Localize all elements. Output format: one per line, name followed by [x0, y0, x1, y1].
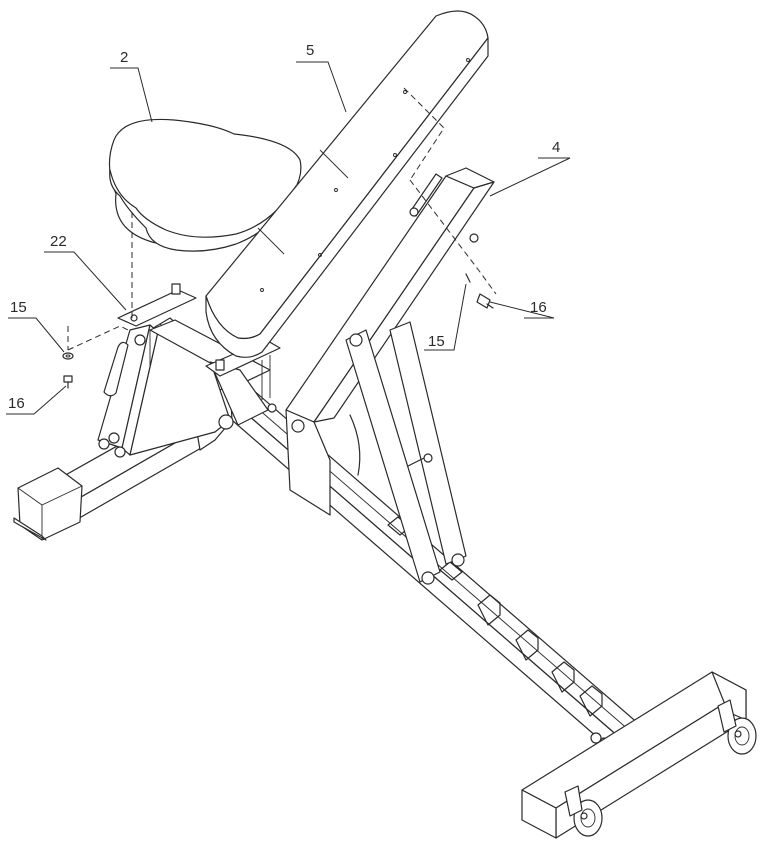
linkage-arms — [345, 321, 467, 585]
fasteners-right — [403, 87, 497, 309]
callout-16-right: 16 — [530, 299, 547, 316]
wheel-left — [564, 785, 603, 837]
callout-5: 5 — [306, 42, 314, 59]
fasteners-left — [62, 325, 129, 389]
bolt-left — [63, 375, 73, 383]
callout-22: 22 — [50, 233, 67, 250]
callout-15-left: 15 — [10, 299, 27, 316]
bolt-right — [476, 293, 491, 309]
callout-4: 4 — [552, 139, 560, 156]
wheel-right — [717, 699, 757, 755]
main-beam — [141, 317, 641, 751]
washer-left — [62, 352, 74, 360]
back-pad — [205, 10, 489, 358]
leader-lines — [6, 61, 571, 415]
callout-2: 2 — [120, 49, 128, 66]
seat-pad — [108, 118, 302, 318]
callout-labels: 2 5 4 22 15 16 15 16 — [8, 42, 560, 412]
seat-support-frame — [97, 283, 281, 458]
callout-15-right: 15 — [428, 333, 445, 350]
callout-16-left: 16 — [8, 395, 25, 412]
rear-stabilizer — [521, 671, 757, 839]
